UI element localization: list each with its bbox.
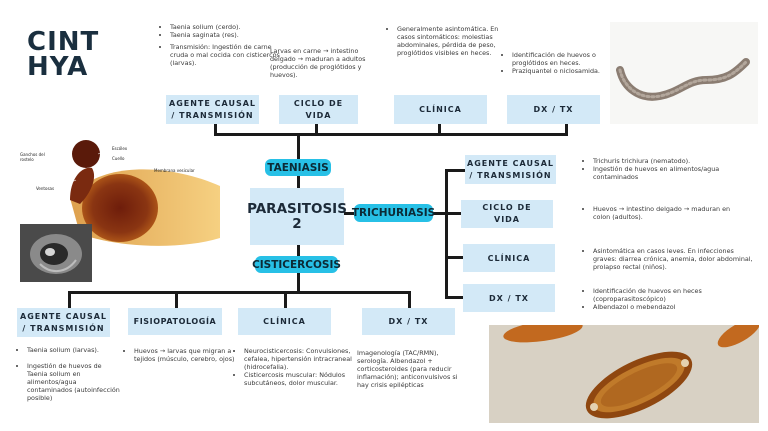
trichuriasis-pill: TRICHURIASIS xyxy=(352,204,435,222)
list-item: Asintomática en casos leves. En infeccio… xyxy=(593,247,753,271)
taeniasis-clinica-box: CLÍNICA xyxy=(394,95,487,124)
cisticercosis-agente-text: Taenia solium (larvas). Ingestión de hue… xyxy=(17,346,122,406)
connector-tri-branch-4 xyxy=(445,296,463,299)
taeniasis-dx-text: Identificación de huevos o proglótidos e… xyxy=(502,51,622,79)
list-item: Generalmente asintomática. En casos sint… xyxy=(397,25,503,57)
cisticercosis-fisio-box: FISIOPATOLOGÍA xyxy=(128,308,222,335)
title-line-2: HYA xyxy=(27,52,89,82)
trichuriasis-ciclo-box: CICLO DE VIDA xyxy=(461,200,553,228)
cisticercosis-agente-box: AGENTE CAUSAL / TRANSMISIÓN xyxy=(17,308,110,337)
list-item: Identificación de huevos en heces (copro… xyxy=(593,287,743,303)
list-item: Ingestión de huevos de Taenia solium en … xyxy=(27,362,122,402)
cisticercosis-clinica-box: CLÍNICA xyxy=(238,308,331,335)
list-item: Transmisión: Ingestión de carne cruda o … xyxy=(170,43,288,67)
list-item: Identificación de huevos o proglótidos e… xyxy=(512,51,622,67)
connector-main-to-cisticercosis xyxy=(297,245,300,256)
list-item: Taenia solium (cerdo). xyxy=(170,23,288,31)
list-item: Ingestión de huevos en alimentos/agua co… xyxy=(593,165,743,181)
whipworm-image xyxy=(610,22,758,124)
label-membrana: Membrana vesicular xyxy=(154,168,195,173)
trichuris-eggs-image xyxy=(489,325,759,423)
trichuriasis-ciclo-text: Huevos → intestino delgado → maduran en … xyxy=(583,205,743,225)
mri-inset-image xyxy=(20,224,92,282)
connector-top-center xyxy=(297,133,300,159)
label-ganchos: Ganchos del rostelo xyxy=(20,152,45,162)
title-line-1: CINT xyxy=(27,27,100,57)
connector-bottom-horizontal xyxy=(68,291,411,294)
taeniasis-clinica-text: Generalmente asintomática. En casos sint… xyxy=(387,25,503,61)
taeniasis-ciclo-box: CICLO DE VIDA xyxy=(279,95,358,124)
connector-tri-branch-2 xyxy=(445,212,461,215)
connector-bottom-drop-4 xyxy=(408,291,411,308)
trichuriasis-clinica-box: CLÍNICA xyxy=(463,244,555,272)
list-item: Huevos → intestino delgado → maduran en … xyxy=(593,205,743,221)
trichuriasis-dx-box: DX / TX xyxy=(463,284,555,312)
list-item: Albendazol o mebendazol xyxy=(593,303,743,311)
connector-top-drop-2 xyxy=(315,124,318,135)
label-cuello: Cuello xyxy=(112,156,125,161)
connector-top-drop-1 xyxy=(214,124,217,135)
connector-tri-branch-1 xyxy=(445,169,465,172)
taeniasis-agente-text: Taenia solium (cerdo). Taenia saginata (… xyxy=(160,23,288,71)
cisticercosis-dx-box: DX / TX xyxy=(362,308,455,335)
page-title: CINT HYA xyxy=(27,27,100,82)
connector-bottom-drop-3 xyxy=(284,291,287,308)
list-item: Huevos → larvas que migran a tejidos (mú… xyxy=(134,347,244,363)
taeniasis-agente-box: AGENTE CAUSAL / TRANSMISIÓN xyxy=(166,95,259,124)
list-item: Cisticercosis muscular: Nódulos subcután… xyxy=(244,371,352,387)
list-item: Neurocisticercosis: Convulsiones, cefale… xyxy=(244,347,352,371)
cisticercosis-clinica-text: Neurocisticercosis: Convulsiones, cefale… xyxy=(234,347,352,391)
taeniasis-dx-box: DX / TX xyxy=(507,95,600,124)
connector-main-to-trichuriasis xyxy=(344,212,354,215)
connector-taeniasis-to-main xyxy=(297,176,300,188)
cysticercus-image: Ganchos del rostelo Escólex Cuello Membr… xyxy=(10,138,222,250)
cisticercosis-fisio-text: Huevos → larvas que migran a tejidos (mú… xyxy=(124,347,244,367)
connector-top-drop-3 xyxy=(438,124,441,135)
connector-top-horizontal xyxy=(214,133,568,136)
connector-trichuriasis-vertical xyxy=(445,169,448,299)
list-item: Taenia saginata (res). xyxy=(170,31,288,39)
taeniasis-ciclo-text: Larvas en carne → intestino delgado → ma… xyxy=(270,47,366,79)
connector-bottom-drop-1 xyxy=(68,291,71,308)
connector-top-drop-4 xyxy=(565,124,568,135)
taeniasis-pill: TAENIASIS xyxy=(265,159,331,176)
list-item: Taenia solium (larvas). xyxy=(27,346,122,354)
list-item: Trichuris trichiura (nematodo). xyxy=(593,157,743,165)
connector-cisticercosis-down xyxy=(297,273,300,293)
cisticercosis-pill: CISTICERCOSIS xyxy=(252,256,341,273)
connector-trichuriasis-out xyxy=(432,212,447,215)
connector-bottom-drop-2 xyxy=(175,291,178,308)
list-item: Praziquantel o niclosamida. xyxy=(512,67,622,75)
main-title: PARASITOSIS xyxy=(247,200,347,217)
main-title-number: 2 xyxy=(292,215,302,232)
trichuriasis-clinica-text: Asintomática en casos leves. En infeccio… xyxy=(583,247,753,275)
label-ventosas: Ventosas xyxy=(36,186,55,191)
connector-tri-branch-3 xyxy=(445,256,463,259)
main-title-box: PARASITOSIS 2 xyxy=(247,188,347,245)
trichuriasis-agente-box: AGENTE CAUSAL / TRANSMISIÓN xyxy=(465,155,556,184)
label-escolex: Escólex xyxy=(112,146,128,151)
trichuriasis-agente-text: Trichuris trichiura (nematodo). Ingestió… xyxy=(583,157,743,185)
trichuriasis-dx-text: Identificación de huevos en heces (copro… xyxy=(583,287,743,315)
cisticercosis-dx-text: Imagenología (TAC/RMN), serología. Alben… xyxy=(357,349,458,389)
